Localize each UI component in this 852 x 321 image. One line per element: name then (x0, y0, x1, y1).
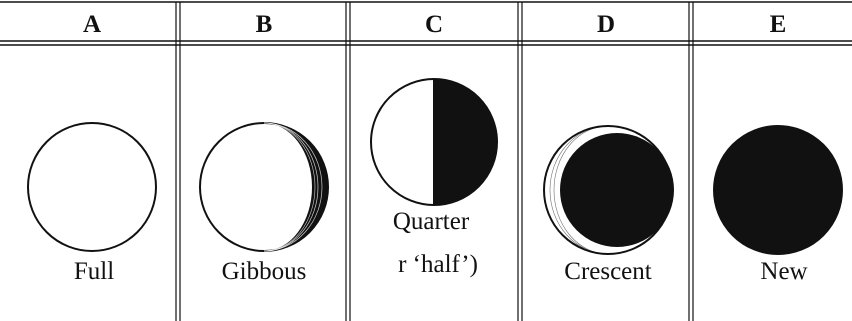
column-headers: A B C D E (83, 11, 786, 38)
label-quarter-second-line: r ‘half’) (398, 251, 478, 278)
header-b: B (256, 11, 273, 38)
crescent-moon-icon (543, 125, 674, 255)
header-d: D (597, 11, 615, 38)
label-crescent: Crescent (564, 258, 652, 285)
header-e: E (770, 11, 787, 38)
label-gibbous: Gibbous (222, 258, 307, 285)
new-moon-icon (713, 125, 843, 255)
label-quarter: Quarter (393, 208, 470, 235)
header-c: C (425, 11, 443, 38)
label-full: Full (74, 258, 114, 285)
full-moon-icon (27, 122, 157, 252)
quarter-moon-icon (370, 78, 498, 206)
gibbous-moon-icon (199, 122, 329, 252)
header-a: A (83, 11, 101, 38)
label-new: New (760, 258, 807, 285)
phase-labels: Full Gibbous Quarter r ‘half’) Crescent … (74, 208, 808, 285)
